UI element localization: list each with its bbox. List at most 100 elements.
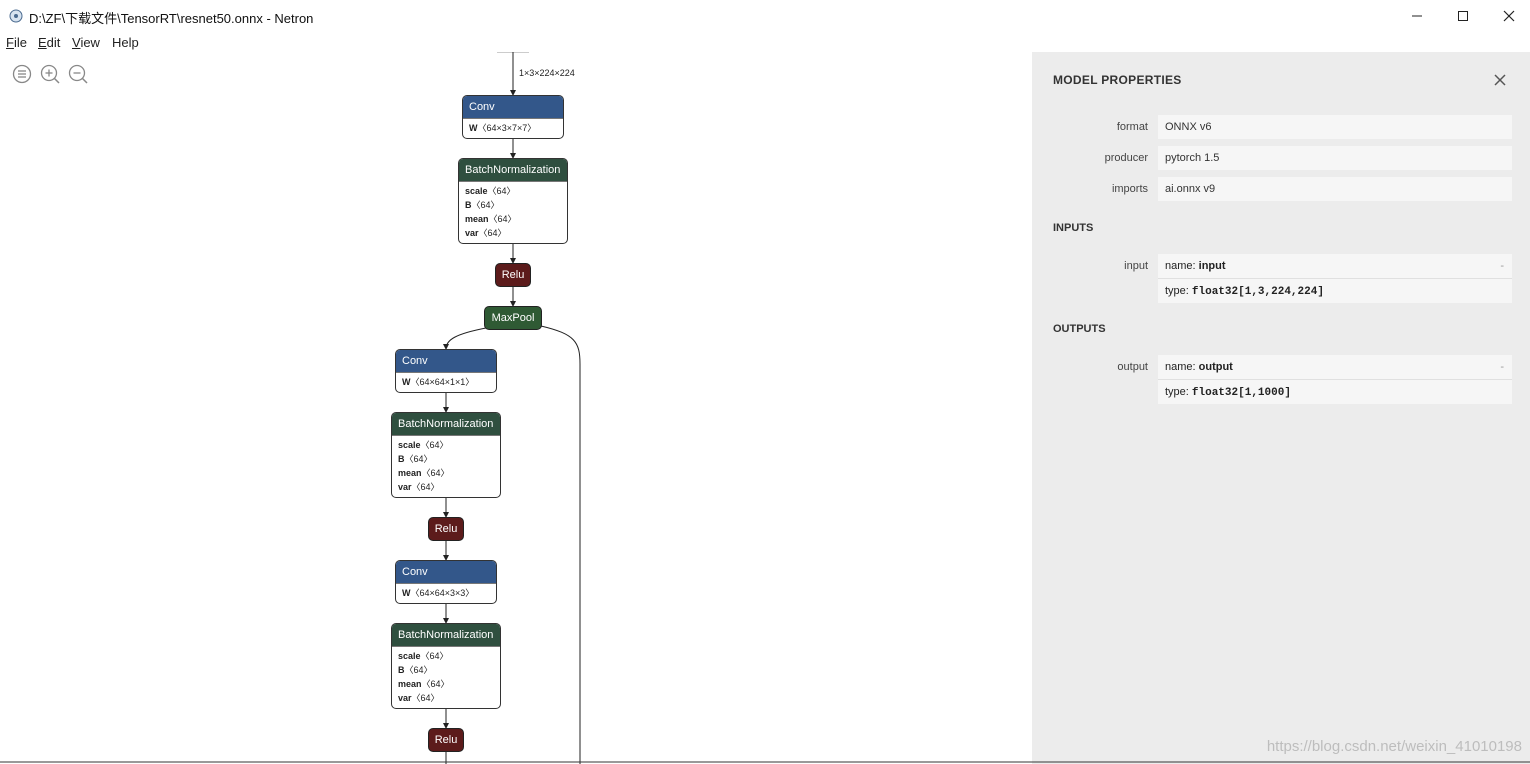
- attr-value: 〈64〉: [487, 186, 516, 196]
- attr-row: var〈64〉: [398, 691, 494, 705]
- attr-row: var〈64〉: [465, 226, 561, 240]
- minimize-button[interactable]: [1394, 0, 1440, 32]
- node-batchnormalization[interactable]: BatchNormalization scale〈64〉 B〈64〉 mean〈…: [391, 412, 501, 498]
- attr-value: 〈64×64×1×1〉: [410, 377, 475, 387]
- input-name-row: name: input -: [1158, 254, 1512, 278]
- attr-row: mean〈64〉: [465, 212, 561, 226]
- close-icon: [1503, 10, 1515, 22]
- menu-file-mnemonic: F: [6, 35, 14, 50]
- close-icon: [1494, 74, 1506, 86]
- input-box[interactable]: name: input - type: float32[1,3,224,224]: [1158, 254, 1512, 303]
- maximize-button[interactable]: [1440, 0, 1486, 32]
- input-shape-label: 1×3×224×224: [519, 68, 575, 78]
- netron-app-icon: [9, 9, 23, 23]
- node-title: BatchNormalization: [392, 624, 500, 646]
- output-type-prefix: type:: [1165, 386, 1192, 398]
- node-attributes: scale〈64〉 B〈64〉 mean〈64〉 var〈64〉: [392, 435, 500, 496]
- attr-name: var: [398, 482, 412, 492]
- input-name: input: [1198, 260, 1226, 272]
- attr-value: 〈64〉: [421, 468, 450, 478]
- zoom-out-icon[interactable]: [68, 64, 88, 84]
- node-conv[interactable]: Conv W〈64×64×3×3〉: [395, 560, 497, 604]
- attr-value: 〈64〉: [411, 482, 440, 492]
- menu-view-mnemonic: V: [72, 35, 81, 50]
- node-maxpool[interactable]: MaxPool: [484, 306, 542, 330]
- outputs-section-title: OUTPUTS: [1053, 323, 1106, 335]
- property-label-imports: imports: [1111, 183, 1148, 195]
- panel-close-button[interactable]: [1494, 70, 1506, 91]
- menu-file-label: ile: [13, 35, 27, 50]
- input-type-prefix: type:: [1165, 285, 1192, 297]
- output-type: float32[1,1000]: [1191, 387, 1291, 399]
- menu-help[interactable]: Help: [112, 35, 139, 50]
- menu-view-label: iew: [80, 35, 100, 50]
- panel-title: MODEL PROPERTIES: [1053, 73, 1182, 87]
- attr-value: 〈64〉: [420, 440, 449, 450]
- menu-file[interactable]: File: [6, 35, 27, 50]
- bottom-border: [0, 761, 1530, 763]
- attr-name: scale: [465, 186, 488, 196]
- attr-value: 〈64〉: [411, 693, 440, 703]
- attr-row: scale〈64〉: [398, 438, 494, 452]
- input-label: input: [1124, 260, 1148, 272]
- edge-maxpool-skip: [540, 325, 581, 764]
- attr-row: B〈64〉: [465, 198, 561, 212]
- window-title: D:\ZF\下载文件\TensorRT\resnet50.onnx - Netr…: [29, 11, 314, 26]
- node-title: BatchNormalization: [459, 159, 567, 181]
- attr-row: var〈64〉: [398, 480, 494, 494]
- node-relu[interactable]: Relu: [428, 728, 464, 752]
- node-relu[interactable]: Relu: [428, 517, 464, 541]
- output-box[interactable]: name: output - type: float32[1,1000]: [1158, 355, 1512, 404]
- menu-edit[interactable]: Edit: [38, 35, 60, 50]
- node-conv[interactable]: Conv W〈64×3×7×7〉: [462, 95, 564, 139]
- menu-view[interactable]: View: [72, 35, 100, 50]
- menu-help-label: Help: [112, 35, 139, 50]
- input-type-row: type: float32[1,3,224,224]: [1158, 278, 1512, 303]
- node-attributes: W〈64×64×3×3〉: [396, 583, 496, 602]
- output-type-row: type: float32[1,1000]: [1158, 379, 1512, 404]
- attr-row: B〈64〉: [398, 663, 494, 677]
- menu-edit-mnemonic: E: [38, 35, 47, 50]
- attr-row: W〈64×3×7×7〉: [469, 121, 557, 135]
- attr-value: 〈64〉: [488, 214, 517, 224]
- node-attributes: W〈64×64×1×1〉: [396, 372, 496, 391]
- node-conv[interactable]: Conv W〈64×64×1×1〉: [395, 349, 497, 393]
- attr-row: B〈64〉: [398, 452, 494, 466]
- node-batchnormalization[interactable]: BatchNormalization scale〈64〉 B〈64〉 mean〈…: [458, 158, 568, 244]
- node-relu[interactable]: Relu: [495, 263, 531, 287]
- attr-row: mean〈64〉: [398, 466, 494, 480]
- attr-row: W〈64×64×1×1〉: [402, 375, 490, 389]
- attr-name: B: [398, 665, 405, 675]
- attr-name: W: [402, 377, 411, 387]
- attr-row: W〈64×64×3×3〉: [402, 586, 490, 600]
- zoom-in-icon[interactable]: [40, 64, 60, 84]
- output-expand-toggle[interactable]: -: [1500, 361, 1504, 373]
- input-name-prefix: name:: [1165, 260, 1199, 272]
- node-attributes: W〈64×3×7×7〉: [463, 118, 563, 137]
- attr-row: mean〈64〉: [398, 677, 494, 691]
- attr-name: B: [465, 200, 472, 210]
- input-type: float32[1,3,224,224]: [1191, 286, 1324, 298]
- graph-edges: [443, 52, 581, 764]
- graph-canvas[interactable]: 1×3×224×224 Conv W〈64×3×7×7〉 BatchNormal…: [0, 52, 1032, 764]
- node-attributes: scale〈64〉 B〈64〉 mean〈64〉 var〈64〉: [392, 646, 500, 707]
- attr-name: W: [469, 123, 478, 133]
- property-value-producer: pytorch 1.5: [1158, 146, 1512, 170]
- edge-maxpool-conv2: [443, 327, 487, 350]
- input-expand-toggle[interactable]: -: [1500, 260, 1504, 272]
- menu-icon[interactable]: [12, 64, 32, 84]
- close-window-button[interactable]: [1486, 0, 1530, 32]
- menu-bar: File Edit View Help: [0, 33, 1530, 53]
- attr-value: 〈64〉: [420, 651, 449, 661]
- maximize-icon: [1458, 11, 1468, 21]
- attr-name: scale: [398, 651, 421, 661]
- menu-edit-label: dit: [46, 35, 61, 50]
- attr-name: W: [402, 588, 411, 598]
- output-name-row: name: output -: [1158, 355, 1512, 379]
- node-title: BatchNormalization: [392, 413, 500, 435]
- node-batchnormalization[interactable]: BatchNormalization scale〈64〉 B〈64〉 mean〈…: [391, 623, 501, 709]
- attr-name: scale: [398, 440, 421, 450]
- node-title: Conv: [396, 350, 496, 372]
- output-name-prefix: name:: [1165, 361, 1199, 373]
- node-attributes: scale〈64〉 B〈64〉 mean〈64〉 var〈64〉: [459, 181, 567, 242]
